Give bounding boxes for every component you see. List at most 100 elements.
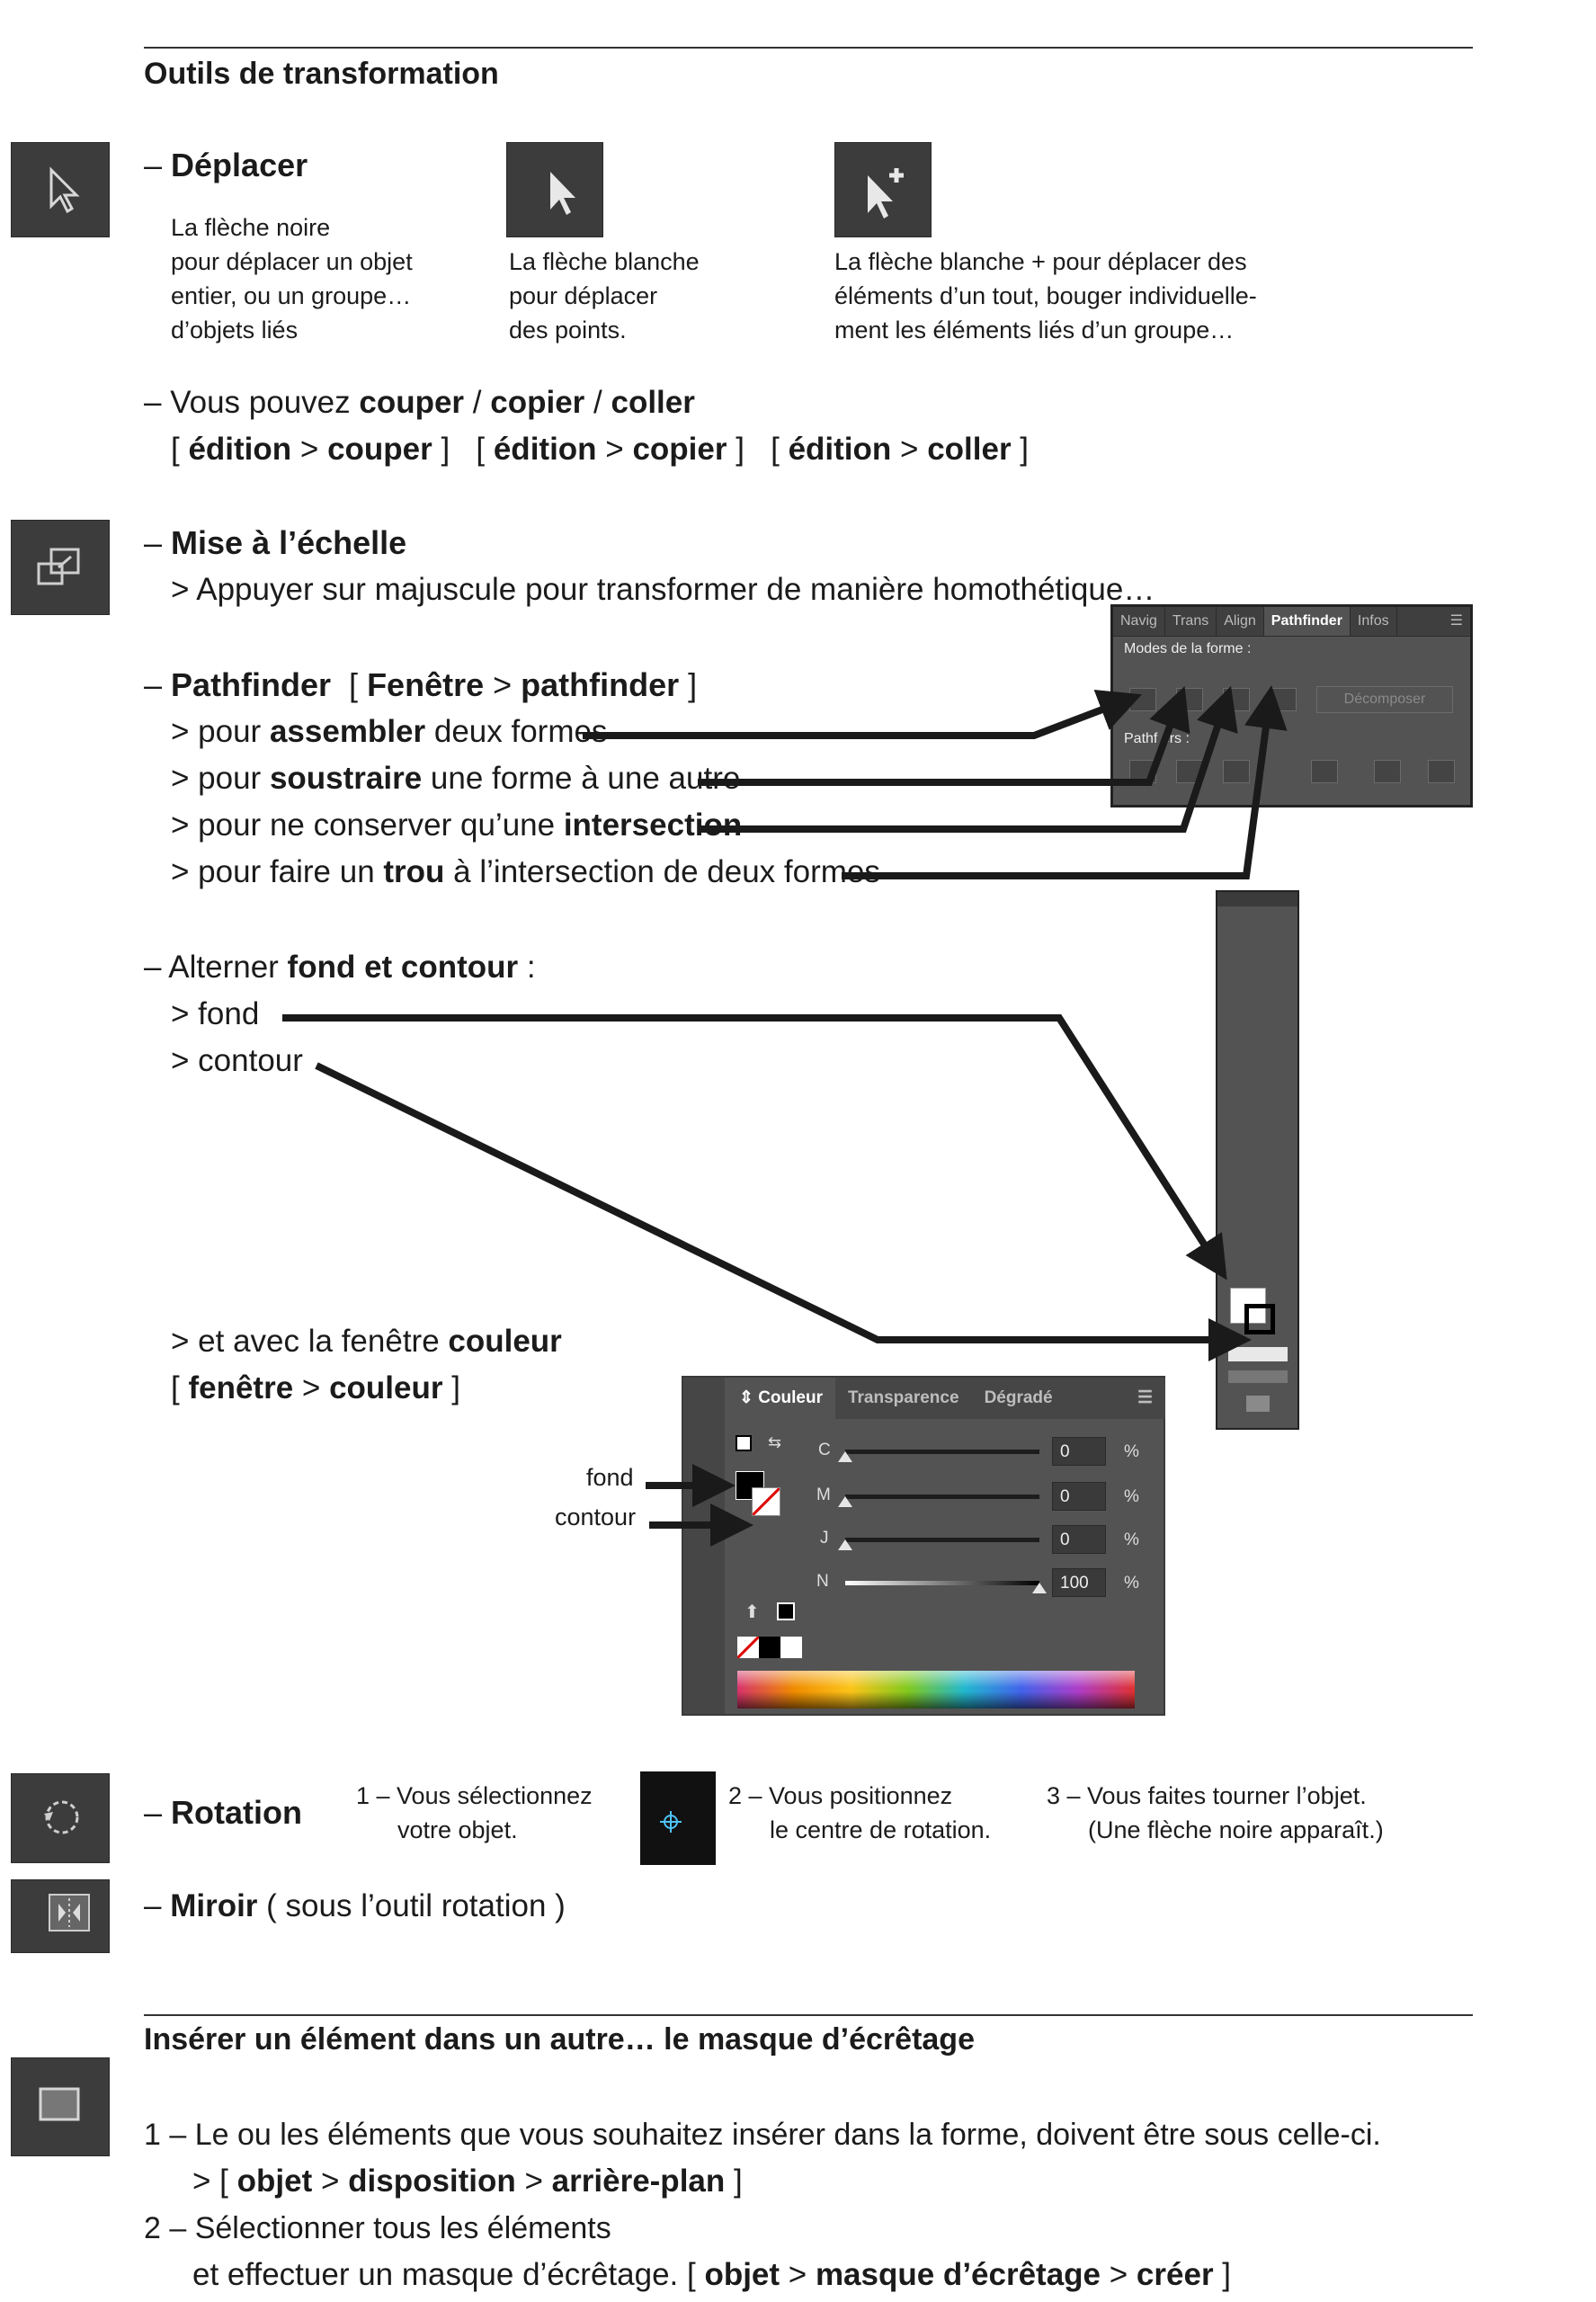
swap-icon[interactable]: ⇆ [768,1433,782,1451]
spectrum-shading [737,1671,1135,1709]
channel-j-value[interactable]: 0 [1052,1525,1106,1554]
rotation-step-2: 2 – Vous positionnez le centre de rotati… [728,1782,992,1843]
channel-n-unit: % [1124,1574,1139,1593]
echelle-heading: – Mise à l’échelle [144,524,407,561]
draw-mode-buttons[interactable] [1228,1370,1288,1383]
out-of-gamut-icon[interactable]: ⬆ [745,1602,760,1622]
channel-c-unit: % [1124,1442,1139,1461]
couper-line: – Vous pouvez couper / copier / coller [144,385,695,420]
arrow-trou [842,685,1288,879]
section-title-transformation: Outils de transformation [144,57,499,91]
pathfinder-heading: – Pathfinder [ Fenêtre > pathfinder ] [144,666,698,703]
tab-alignement[interactable]: Align [1217,607,1264,636]
pathfinders-label: Pathf ers : [1124,731,1190,746]
channel-c-label: C [818,1441,831,1459]
pathfinder-panel-tabs: Navig Trans Align Pathfinder Infos ☰ [1113,607,1470,637]
web-color-swatch[interactable] [777,1602,795,1620]
fond-label: fond [586,1464,634,1491]
reflect-tool-icon [11,1879,110,1953]
panel-menu-icon[interactable]: ☰ [1137,1388,1153,1407]
section-title-masque: Insérer un élément dans un autre… le mas… [144,2022,975,2057]
none-swatch[interactable] [737,1637,759,1658]
rotation-heading: – Rotation [144,1794,302,1831]
stroke-swatch[interactable] [752,1487,780,1516]
pathfinder-line-intersection: > pour ne conserver qu’une intersection [171,807,743,843]
color-panel-tabs: ⇕ Couleur Transparence Dégradé ☰ [727,1378,1165,1419]
rotation-step-3: 3 – Vous faites tourner l’objet. (Une fl… [1047,1782,1384,1843]
selection-tool-icon [11,142,110,237]
slider-thumb-n[interactable] [1032,1583,1047,1593]
outline-button[interactable] [1374,760,1401,783]
arrow-soustraire [698,685,1190,786]
rotation-center-thumb [640,1771,716,1865]
channel-c-slider[interactable] [845,1450,1039,1454]
rotation-step-1: 1 – Vous sélectionnez votre objet. [356,1782,593,1843]
pathfinder-line-trou: > pour faire un trou à l’intersection de… [171,854,880,889]
black-swatch[interactable] [759,1637,780,1658]
masque-step-2-menu: et effectuer un masque d’écrêtage. [ obj… [192,2257,1232,2292]
couleur-menu: [ fenêtre > couleur ] [171,1370,460,1405]
top-rule [144,47,1473,49]
toolbox-header [1217,892,1297,906]
arrow-fond [282,1014,1227,1280]
tab-infos[interactable]: Infos [1351,607,1397,636]
rectangle-tool-icon [11,2057,110,2156]
color-panel: ⇕ Couleur Transparence Dégradé ☰ ⇆ C 0 %… [682,1376,1165,1716]
modes-label: Modes de la forme : [1124,641,1252,656]
slider-thumb-m[interactable] [838,1496,852,1507]
pathfinder-line-assembler: > pour assembler deux formes [171,714,608,749]
channel-n-slider[interactable] [845,1581,1039,1585]
deplacer-desc-3: La flèche blanche + pour déplacer des él… [834,248,1257,344]
masque-step-1-menu: > [ objet > disposition > arrière-plan ] [192,2164,743,2199]
channel-j-unit: % [1124,1530,1139,1549]
contour-label: contour [555,1503,637,1530]
tab-navigateur[interactable]: Navig [1113,607,1165,636]
default-colors-icon[interactable] [736,1435,752,1451]
channel-m-value[interactable]: 0 [1052,1482,1106,1511]
fond-line: > fond [171,996,260,1031]
channel-m-slider[interactable] [845,1495,1039,1499]
screen-mode-button[interactable] [1246,1396,1270,1412]
tab-pathfinder[interactable]: Pathfinder [1263,607,1351,636]
deplacer-desc-1: La flèche noire pour déplacer un objet e… [171,214,413,344]
decomposer-button[interactable]: Décomposer [1316,686,1453,713]
contour-line: > contour [171,1043,303,1078]
tab-transformation[interactable]: Trans [1165,607,1217,636]
channel-m-label: M [816,1486,831,1504]
tab-transparence[interactable]: Transparence [847,1388,959,1407]
miroir-line: – Miroir ( sous l’outil rotation ) [144,1888,566,1923]
white-swatch[interactable] [780,1637,802,1658]
arrow-contour [315,1062,1252,1361]
merge-button[interactable] [1223,760,1250,783]
direct-selection-tool-icon [506,142,603,237]
channel-n-label: N [816,1572,829,1591]
tab-degrade[interactable]: Dégradé [984,1388,1053,1407]
echelle-note: > Appuyer sur majuscule pour transformer… [171,572,1155,607]
deplacer-desc-2: La flèche blanche pour déplacer des poin… [509,248,700,344]
slider-thumb-c[interactable] [838,1451,852,1462]
channel-c-value[interactable]: 0 [1052,1437,1106,1466]
masque-step-1: 1 – Le ou les éléments que vous souhaite… [144,2118,1381,2152]
group-selection-tool-icon [834,142,932,237]
channel-n-value[interactable]: 100 [1052,1568,1106,1597]
minus-back-button[interactable] [1428,760,1455,783]
section-rule [144,2014,1473,2016]
channel-j-slider[interactable] [845,1538,1039,1542]
channel-m-unit: % [1124,1487,1139,1506]
deplacer-heading: – Déplacer [144,147,308,183]
slider-thumb-j[interactable] [838,1539,852,1550]
couper-menus: [ édition > couper ] [ édition > copier … [171,432,1030,467]
masque-step-2: 2 – Sélectionner tous les éléments [144,2211,611,2245]
channel-j-label: J [820,1529,829,1548]
scale-tool-icon [11,520,110,615]
couleur-line: > et avec la fenêtre couleur [171,1324,562,1359]
arrow-intersection [701,685,1238,833]
rotate-tool-icon [11,1773,110,1863]
pathfinder-line-soustraire: > pour soustraire une forme à une autre [171,761,741,796]
arrow-assembler [583,689,1142,739]
crop-button[interactable] [1311,760,1338,783]
fond-contour-heading: – Alterner fond et contour : [144,950,536,985]
panel-menu-icon[interactable]: ☰ [1449,613,1463,629]
tab-couleur[interactable]: ⇕ Couleur [727,1378,835,1419]
